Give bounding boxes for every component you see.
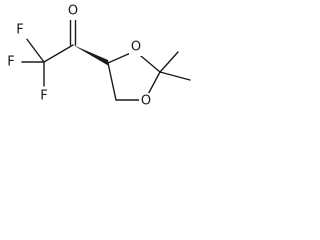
stereo-wedge-bond bbox=[73, 45, 109, 66]
atom-label-fluorine-bottom: F bbox=[40, 89, 47, 104]
atom-label-ring-oxygen-top: O bbox=[131, 40, 141, 55]
bond-c2-methyl-top bbox=[159, 51, 179, 73]
atom-mask-ring-oxygen-top bbox=[129, 39, 143, 56]
atom-label-fluorine-left: F bbox=[7, 55, 14, 70]
atom-mask-fluorine-top bbox=[13, 22, 27, 39]
structure-diagram: O F F F O O bbox=[4, 3, 191, 110]
bond-ring-c5-c4 bbox=[107, 62, 117, 101]
bond-cf3-f-top bbox=[25, 37, 45, 63]
atom-label-ring-oxygen-bottom: O bbox=[141, 94, 151, 109]
bond-c2-methyl-right bbox=[159, 71, 191, 81]
atom-mask-fluorine-left bbox=[4, 54, 18, 71]
atom-label-fluorine-top: F bbox=[16, 23, 23, 38]
atom-mask-ring-oxygen-bottom bbox=[139, 93, 153, 110]
atom-labels: O F F F O O bbox=[4, 3, 153, 110]
atom-label-carbonyl-oxygen: O bbox=[68, 4, 78, 19]
bond-carbonyl-cf3 bbox=[43, 44, 74, 63]
atom-mask-carbonyl-oxygen bbox=[66, 3, 80, 20]
atom-mask-fluorine-bottom bbox=[37, 88, 51, 105]
